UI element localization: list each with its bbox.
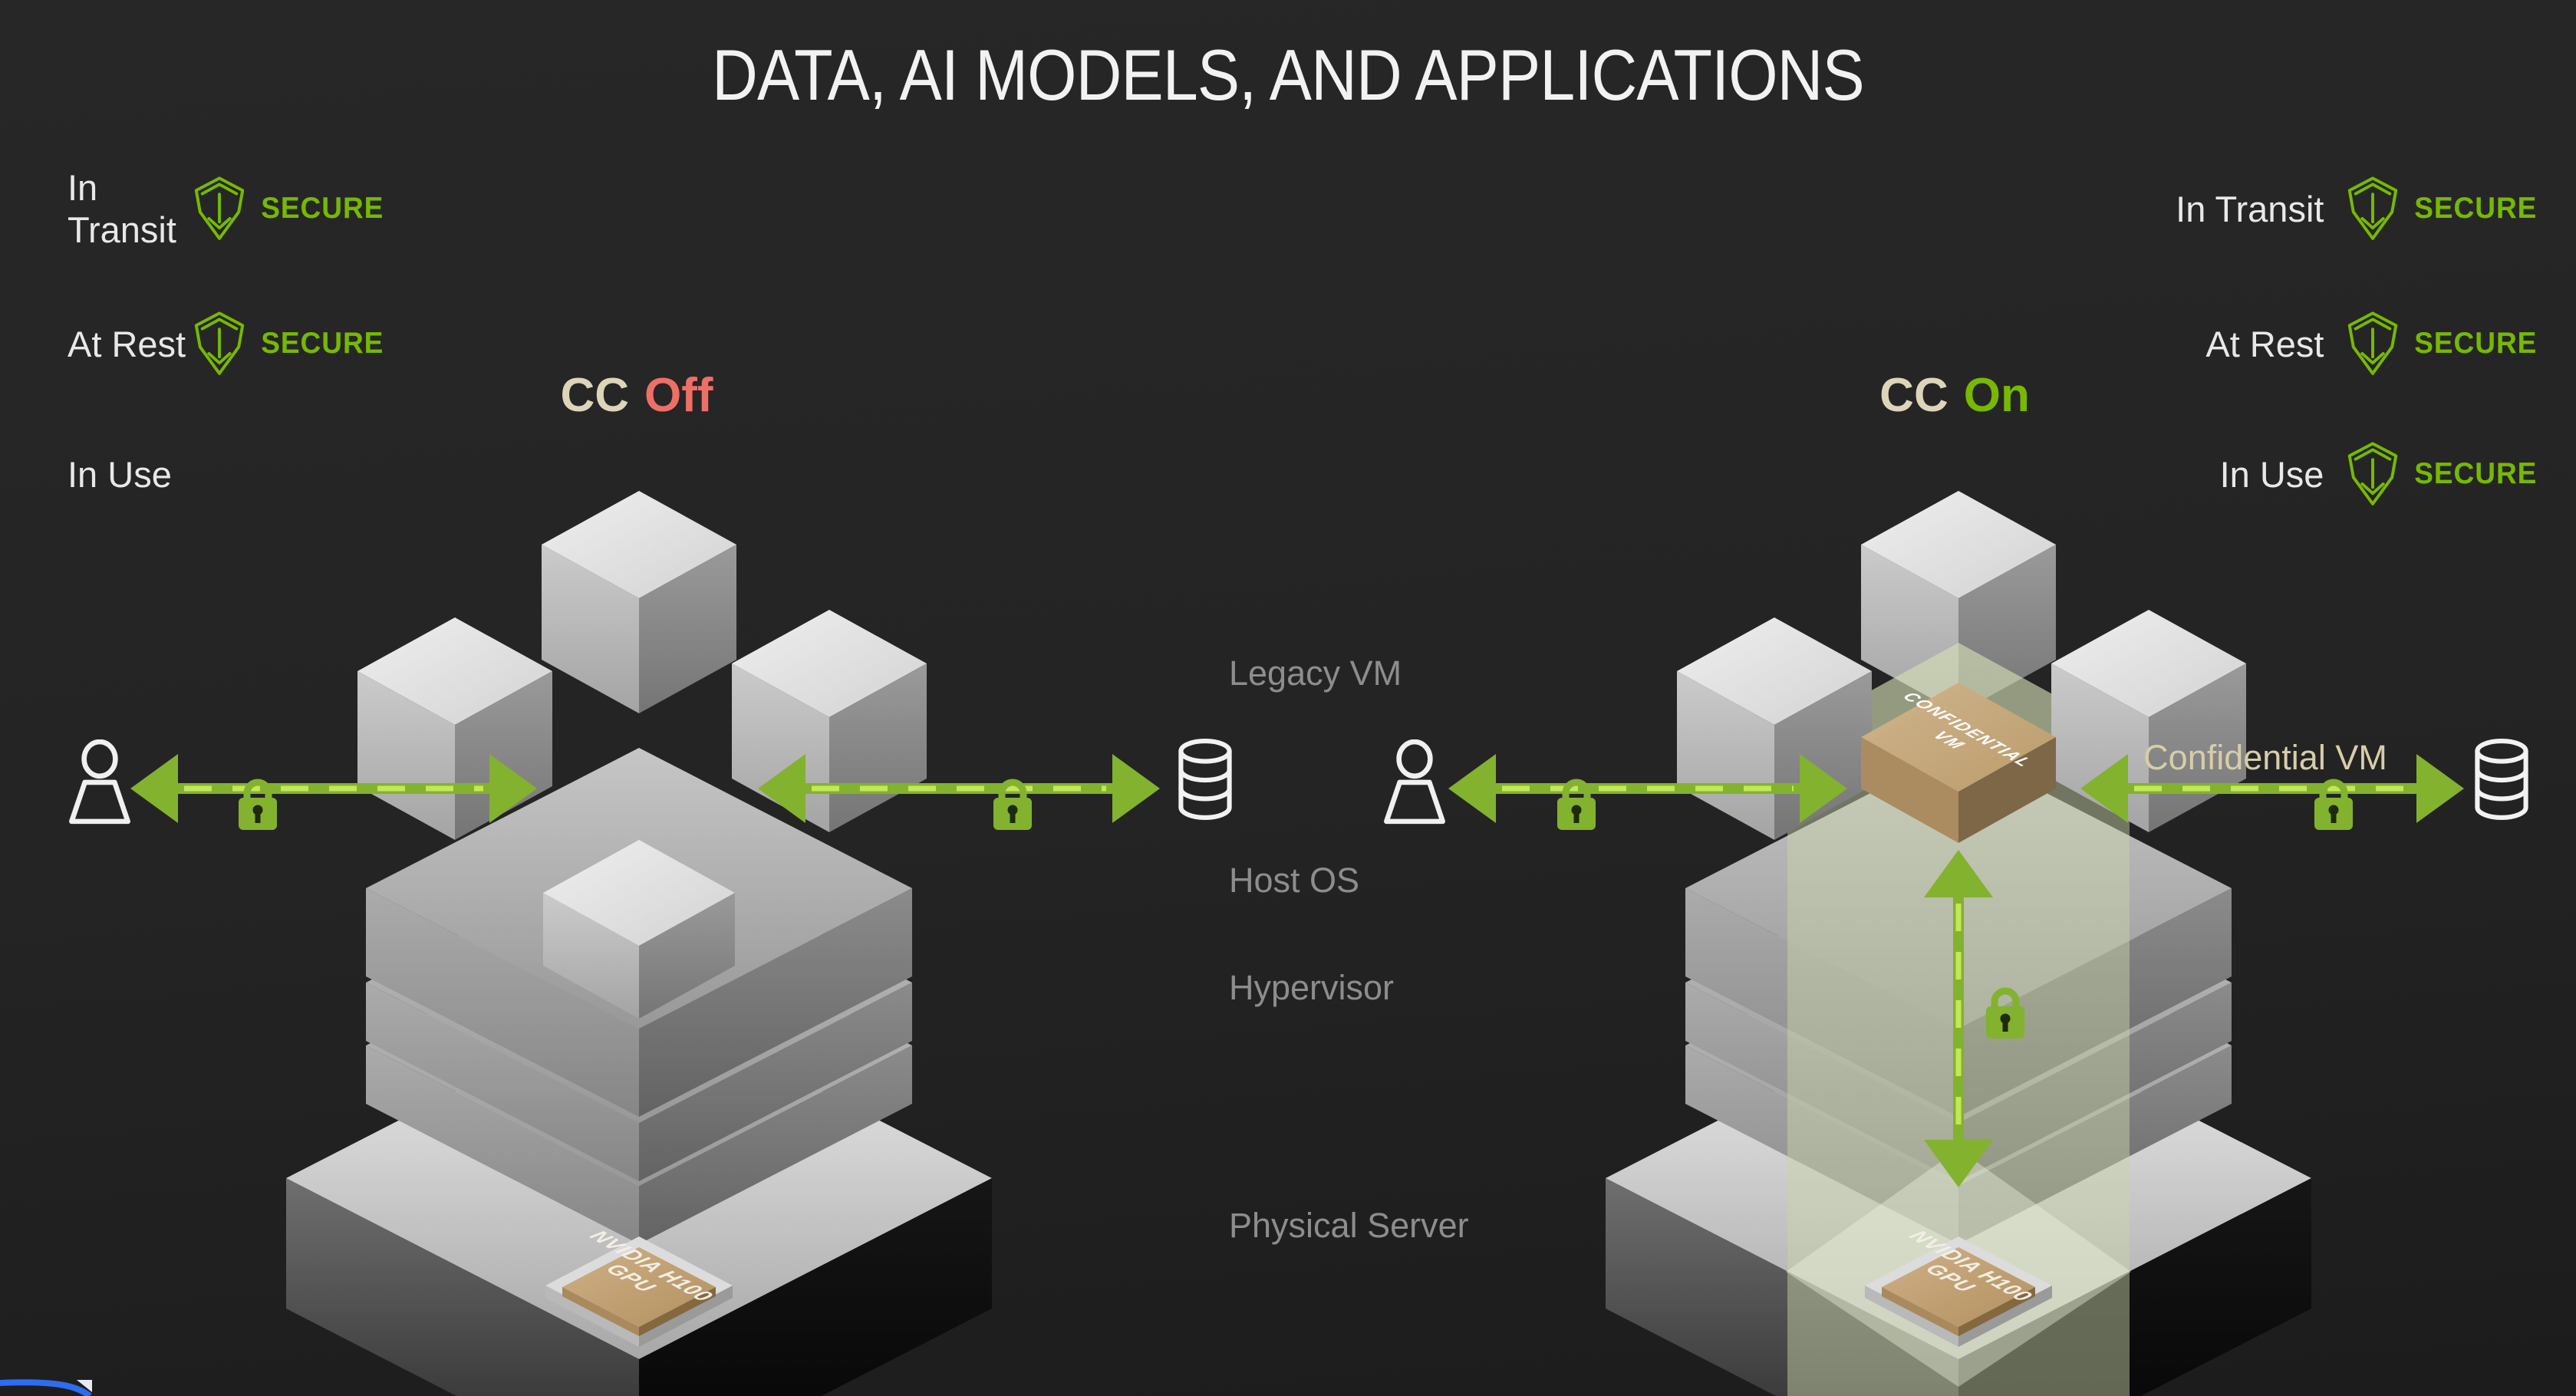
- encryption-arrows-layer: [130, 754, 2464, 1187]
- lock-icon: [993, 779, 1032, 830]
- person-icon: [1386, 742, 1442, 821]
- stack-cc-off: [286, 491, 992, 1396]
- arrow-confidential-vm-to-database: [2080, 754, 2464, 823]
- lock-icon: [2314, 779, 2353, 830]
- person-icon: [71, 742, 127, 821]
- arrow-vm-to-gpu: [1924, 850, 1993, 1187]
- lock-icon: [1557, 779, 1596, 830]
- database-icon: [1181, 741, 1229, 818]
- lock-icon: [1986, 987, 2024, 1039]
- database-icon: [2477, 741, 2525, 818]
- window-corner-artifact: [0, 1379, 92, 1396]
- arrow-user-to-stack: [130, 754, 537, 823]
- lock-icon: [239, 779, 277, 830]
- arrow-stack-to-database: [758, 754, 1160, 823]
- arrow-user-to-confidential-vm: [1448, 754, 1847, 823]
